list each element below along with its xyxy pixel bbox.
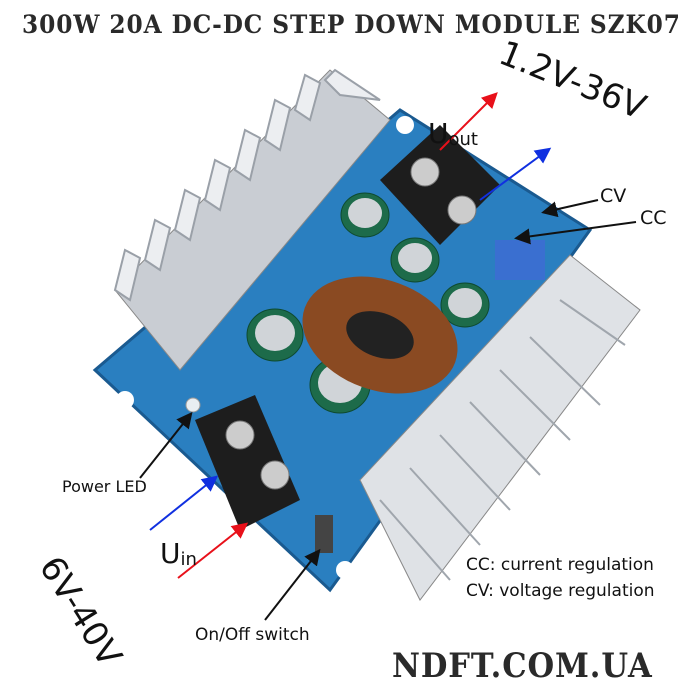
website-watermark: NDFT.COM.UA <box>392 646 653 686</box>
cc-label: CC <box>640 207 667 229</box>
on-off-switch-label: On/Off switch <box>195 625 310 645</box>
voltage-subscript: in <box>180 549 197 570</box>
mount-hole <box>396 116 414 134</box>
power-led <box>185 397 201 413</box>
on-off-switch <box>315 515 333 553</box>
power-led-label: Power LED <box>62 477 147 496</box>
voltage-symbol: U <box>428 117 449 150</box>
input-negative-arrow <box>149 475 219 531</box>
output-positive-arrow <box>439 92 498 151</box>
legend-cv: CV: voltage regulation <box>466 581 655 601</box>
voltage-subscript: out <box>448 129 478 150</box>
input-positive-arrow <box>177 522 249 579</box>
output-terminal-block <box>380 125 500 245</box>
cv-pointer <box>541 199 599 218</box>
inductor-coil <box>302 276 458 394</box>
output-negative-arrow <box>479 147 552 201</box>
cv-label: CV <box>600 185 627 207</box>
voltage-symbol: U <box>160 537 181 570</box>
power-led-pointer <box>139 411 193 479</box>
cc-pointer <box>514 221 637 245</box>
input-voltage-label: Uin <box>160 537 197 571</box>
mount-hole <box>336 561 354 579</box>
product-title: 300W 20A DC-DC STEP DOWN MODULE SZK07 <box>22 10 681 39</box>
input-terminal-block <box>195 395 300 530</box>
heatsink-left <box>113 68 391 371</box>
output-voltage-label: Uout <box>428 117 478 151</box>
switch-pointer <box>264 548 321 621</box>
potentiometers <box>495 240 545 280</box>
heatsink-right <box>359 254 641 601</box>
legend-cc: CC: current regulation <box>466 555 654 575</box>
mount-hole <box>116 391 134 409</box>
